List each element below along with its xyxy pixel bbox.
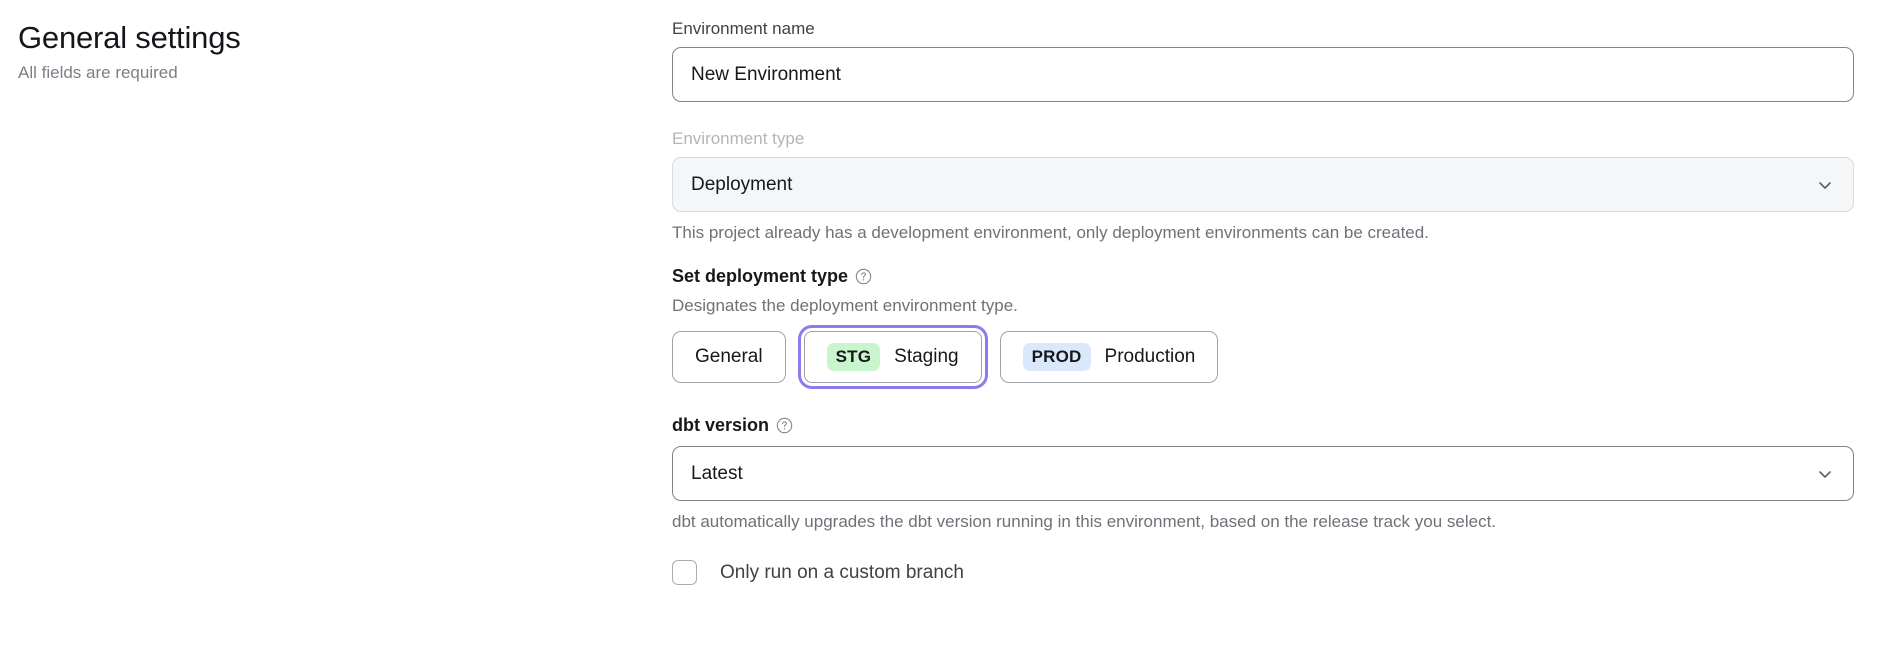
deployment-type-option-general-label: General <box>695 346 763 367</box>
dbt-version-value: Latest <box>691 462 743 484</box>
custom-branch-row: Only run on a custom branch <box>672 560 1854 585</box>
dbt-version-helper: dbt automatically upgrades the dbt versi… <box>672 512 1497 531</box>
dbt-version-title-row: dbt version <box>672 413 1854 437</box>
chevron-down-icon <box>1815 464 1835 484</box>
environment-type-value: Deployment <box>691 173 793 195</box>
environment-type-select[interactable]: Deployment <box>672 157 1854 212</box>
deployment-type-option-staging-label: Staging <box>894 346 959 367</box>
production-badge: PROD <box>1022 343 1091 371</box>
deployment-type-option-production-label: Production <box>1104 346 1196 367</box>
environment-name-input[interactable]: New Environment <box>672 47 1854 102</box>
custom-branch-label[interactable]: Only run on a custom branch <box>720 561 964 583</box>
question-circle-icon[interactable] <box>776 417 793 434</box>
deployment-type-title: Set deployment type <box>672 266 849 286</box>
environment-name-value: New Environment <box>691 63 841 85</box>
deployment-type-option-staging[interactable]: STG Staging <box>797 325 988 389</box>
page-subtitle: All fields are required <box>18 63 178 82</box>
deployment-type-description: Designates the deployment environment ty… <box>672 296 1018 315</box>
environment-type-field: Environment type Deployment This project… <box>672 128 1854 244</box>
dbt-version-label: dbt version <box>672 415 770 435</box>
deployment-type-section: Set deployment type Designates the deplo… <box>672 264 1854 389</box>
staging-badge: STG <box>826 343 881 371</box>
deployment-type-options: General STG Staging PROD Production <box>672 325 1854 389</box>
page-title: General settings <box>18 20 241 55</box>
deployment-type-title-row: Set deployment type <box>672 264 1854 288</box>
deployment-type-option-general[interactable]: General <box>672 331 786 383</box>
page-header: General settings All fields are required <box>18 18 518 84</box>
question-circle-icon[interactable] <box>855 268 872 285</box>
environment-type-helper: This project already has a development e… <box>672 223 1429 242</box>
settings-form: Environment name New Environment Environ… <box>672 18 1854 585</box>
deployment-type-option-production[interactable]: PROD Production <box>999 331 1219 383</box>
dbt-version-field: dbt version Latest dbt automatica <box>672 413 1854 533</box>
environment-name-label: Environment name <box>672 19 815 38</box>
environment-name-field: Environment name New Environment <box>672 18 1854 102</box>
dbt-version-select[interactable]: Latest <box>672 446 1854 501</box>
environment-type-label: Environment type <box>672 129 805 148</box>
chevron-down-icon <box>1815 175 1835 195</box>
custom-branch-checkbox[interactable] <box>672 560 697 585</box>
